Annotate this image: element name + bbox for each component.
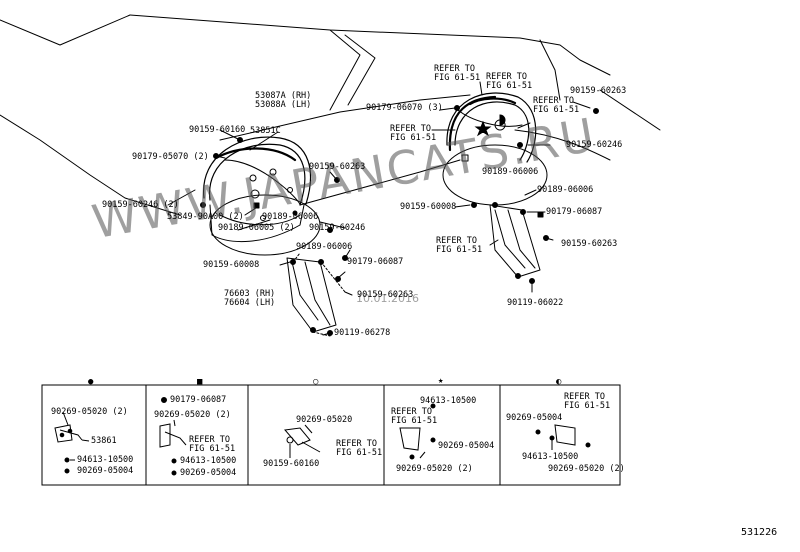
- box2-label-90179-06087: 90179-06087: [170, 395, 227, 405]
- label-refer-5: REFER TO FIG 61-51: [436, 236, 483, 255]
- label-90159-60246-c: 90159-60246: [566, 140, 623, 150]
- box3-label-90159-60160: 90159-60160: [263, 459, 320, 469]
- label-90119-06022: 90119-06022: [507, 298, 564, 308]
- box4-label-refer: REFER TO FIG 61-51: [391, 407, 438, 426]
- label-90159-60263-d: 90159-60263: [561, 239, 618, 249]
- box5-label-90269-05004: 90269-05004: [506, 413, 563, 423]
- label-refer-4: REFER TO FIG 61-51: [390, 124, 437, 143]
- label-90159-60160: 90159-60160: [189, 125, 246, 135]
- box5-label-90269-05020: 90269-05020 (2): [548, 464, 625, 474]
- label-90179-06087-a: 90179-06087: [347, 257, 404, 267]
- document-number: 531226: [741, 527, 778, 538]
- box1-label-53861: 53861: [91, 436, 117, 446]
- label-90159-60246: 90159-60246 (2): [102, 200, 179, 210]
- label-refer-1: REFER TO FIG 61-51: [434, 64, 481, 83]
- half-circle-symbol: ◐: [556, 377, 562, 387]
- filled-square-symbol: ■: [197, 377, 203, 387]
- box4-label-94613-10500: 94613-10500: [420, 396, 477, 406]
- label-76603: 76603 (RH): [224, 289, 276, 299]
- date-stamp: 10.01.2016: [356, 292, 419, 305]
- label-90159-60246-b: 90159-60246: [309, 223, 366, 233]
- box1-label-94613-10500: 94613-10500: [77, 455, 134, 465]
- label-90159-60263-b: 90159-60263: [357, 290, 414, 300]
- box3-label-refer: REFER TO FIG 61-51: [336, 439, 383, 458]
- filled-circle-symbol: ●: [88, 377, 94, 387]
- open-circle-symbol: ○: [313, 377, 319, 387]
- label-90159-60263-a: 90159-60263: [309, 162, 366, 172]
- label-90189-06006-c: 90189-06006: [482, 167, 539, 177]
- label-refer-3: REFER TO FIG 61-51: [533, 96, 580, 115]
- label-90159-60008-b: 90159-60008: [400, 202, 457, 212]
- label-refer-2: REFER TO FIG 61-51: [486, 72, 533, 91]
- label-90159-60008-a: 90159-60008: [203, 260, 260, 270]
- box1-label-90269-05004: 90269-05004: [77, 466, 134, 476]
- star-symbol: ★: [438, 376, 444, 386]
- label-90159-60263-c: 90159-60263: [570, 86, 627, 96]
- label-90179-06070: 90179-06070 (3): [366, 103, 443, 113]
- label-53087a: 53087A (RH): [255, 91, 312, 101]
- label-53088a: 53088A (LH): [255, 100, 312, 110]
- label-90189-06006-b: 90189-06006: [296, 242, 353, 252]
- box2-label-refer: REFER TO FIG 61-51: [189, 435, 236, 454]
- label-90179-06087-b: 90179-06087: [546, 207, 603, 217]
- box1-label-90269-05020: 90269-05020 (2): [51, 407, 128, 417]
- box2-label-90269-05020: 90269-05020 (2): [154, 410, 231, 420]
- label-90179-05070: 90179-05070 (2): [132, 152, 209, 162]
- label-90189-06006-d: 90189-06006: [537, 185, 594, 195]
- box5-label-refer: REFER TO FIG 61-51: [564, 392, 611, 411]
- box2-label-90269-05004: 90269-05004: [180, 468, 237, 478]
- box4-label-90269-05004: 90269-05004: [438, 441, 495, 451]
- label-53849-90a00: 53849-90A00 (2): [167, 212, 244, 222]
- box2-label-94613-10500: 94613-10500: [180, 456, 237, 466]
- box3-label-90269-05020: 90269-05020: [296, 415, 353, 425]
- label-90119-06278: 90119-06278: [334, 328, 391, 338]
- label-76604: 76604 (LH): [224, 298, 276, 308]
- label-53851c: 53851C: [250, 126, 281, 136]
- box5-label-94613-10500: 94613-10500: [522, 452, 579, 462]
- label-90189-06006-a: 90189-06006: [262, 212, 319, 222]
- box4-label-90269-05020: 90269-05020 (2): [396, 464, 473, 474]
- label-90189-06005: 90189-06005 (2): [218, 223, 295, 233]
